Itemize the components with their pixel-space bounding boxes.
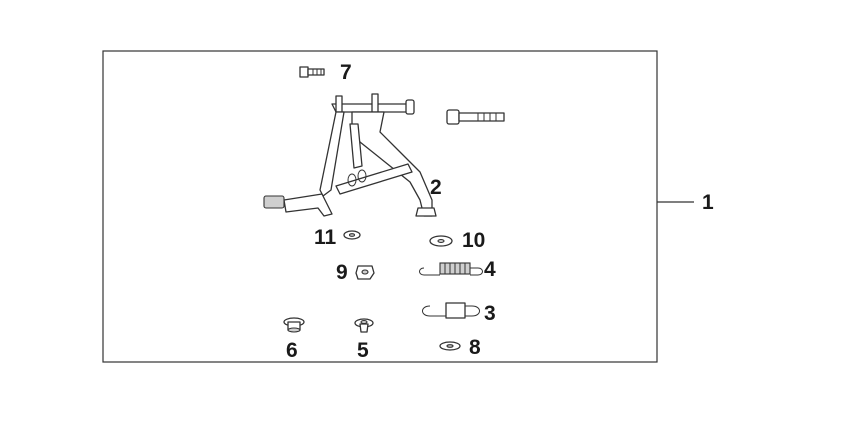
- part-8-washer: [439, 341, 461, 351]
- callout-2: 2: [430, 176, 442, 199]
- part-7-small-bolt: [299, 66, 325, 78]
- callout-6: 6: [286, 339, 298, 362]
- long-bolt: [446, 109, 505, 125]
- callout-5: 5: [357, 339, 369, 362]
- callout-4: 4: [484, 258, 496, 281]
- callout-7: 7: [340, 61, 352, 84]
- part-6-collar: [283, 317, 305, 333]
- kit-frame: [102, 50, 658, 363]
- callout-3: 3: [484, 302, 496, 325]
- callout-9: 9: [336, 261, 348, 284]
- callout-10: 10: [462, 229, 485, 252]
- part-4-small-spring: [419, 262, 483, 276]
- part-3-large-spring: [422, 302, 480, 319]
- part-10-washer: [429, 235, 453, 247]
- callout-11: 11: [314, 226, 337, 249]
- part-9-nut: [355, 265, 375, 280]
- part-2-main-stand: [263, 93, 437, 217]
- callout-8: 8: [469, 336, 481, 359]
- part-11-washer: [343, 230, 361, 240]
- part-5-pivot-pin: [354, 318, 374, 333]
- callout-1-assembly: 1: [702, 191, 714, 214]
